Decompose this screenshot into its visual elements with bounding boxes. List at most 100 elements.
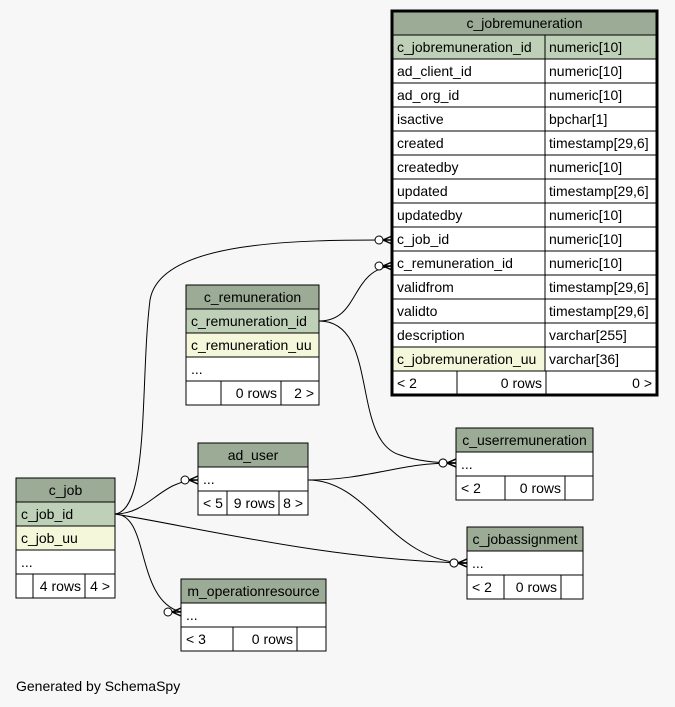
column-name: c_job_uu — [21, 530, 78, 546]
children-count: 0 > — [632, 375, 652, 391]
row-count: 0 rows — [501, 375, 542, 391]
generated-by-label: Generated by SchemaSpy — [16, 678, 181, 694]
edge-line — [114, 513, 182, 613]
edge-ad-user-to-c-userremuneration — [307, 458, 457, 481]
table-footer — [197, 490, 309, 516]
column-row — [391, 34, 658, 60]
edge-line — [318, 320, 457, 464]
table-header — [197, 442, 309, 468]
column-row — [455, 451, 594, 477]
column-type: numeric[10] — [549, 39, 622, 55]
crows-foot-marker — [171, 607, 182, 617]
table-c-userremuneration[interactable]: c_userremuneration... < 2 0 rows — [455, 427, 594, 501]
column-type: timestamp[29,6] — [549, 135, 649, 151]
parents-count: < 5 — [203, 495, 223, 511]
row-count: 0 rows — [236, 385, 277, 401]
children-count: 8 > — [283, 495, 303, 511]
column-name: ... — [191, 361, 203, 377]
column-row — [185, 308, 320, 334]
column-name: ... — [203, 471, 215, 487]
edge-line — [307, 479, 468, 564]
edge-line — [114, 479, 199, 515]
column-name: ... — [461, 456, 473, 472]
table-name: c_userremuneration — [462, 432, 587, 448]
edge-ad-user-to-c-jobassignment — [307, 479, 468, 568]
table-header — [455, 427, 594, 453]
optional-marker — [374, 235, 384, 245]
column-row — [180, 602, 327, 628]
column-row — [391, 154, 658, 180]
column-row — [15, 501, 116, 527]
parents-count: < 2 — [461, 480, 481, 496]
column-type: varchar[255] — [549, 327, 627, 343]
column-row — [391, 202, 658, 228]
table-outline — [390, 9, 659, 397]
column-type: numeric[10] — [549, 207, 622, 223]
row-count: 4 rows — [40, 578, 81, 594]
column-row — [15, 549, 116, 575]
column-name: isactive — [397, 111, 444, 127]
column-row — [466, 550, 584, 576]
table-name: c_jobassignment — [472, 531, 577, 547]
column-name: created — [397, 135, 444, 151]
table-header — [15, 477, 116, 503]
table-footer — [180, 626, 327, 652]
parents-count: < 3 — [186, 631, 206, 647]
parents-count: < 2 — [397, 375, 417, 391]
table-c-remuneration[interactable]: c_remunerationc_remuneration_idc_remuner… — [185, 284, 320, 406]
crows-foot-marker — [188, 475, 199, 485]
table-name: m_operationresource — [187, 583, 320, 599]
column-name: c_remuneration_uu — [191, 337, 312, 353]
column-row — [197, 466, 309, 492]
row-count: 0 rows — [520, 480, 561, 496]
column-type: varchar[36] — [549, 351, 619, 367]
column-row — [391, 274, 658, 300]
row-count: 9 rows — [234, 495, 275, 511]
column-name: updated — [397, 183, 448, 199]
column-name: c_remuneration_id — [397, 255, 513, 271]
crows-foot-marker — [446, 458, 457, 468]
optional-marker — [438, 458, 448, 468]
row-count: 0 rows — [252, 631, 293, 647]
column-row — [391, 322, 658, 348]
column-row — [185, 332, 320, 358]
column-row — [391, 130, 658, 156]
column-name: ... — [472, 555, 484, 571]
edge-line — [318, 265, 393, 322]
column-name: description — [397, 327, 465, 343]
column-row — [185, 356, 320, 382]
column-type: timestamp[29,6] — [549, 279, 649, 295]
column-name: validto — [397, 303, 438, 319]
column-name: c_jobremuneration_uu — [397, 351, 536, 367]
edge-c-job-to-m-operationresource — [114, 513, 182, 617]
column-row — [391, 226, 658, 252]
column-type: numeric[10] — [549, 159, 622, 175]
column-name: c_jobremuneration_id — [397, 39, 532, 55]
table-footer — [466, 574, 584, 600]
column-type: timestamp[29,6] — [549, 183, 649, 199]
column-name: ... — [21, 554, 33, 570]
edge-c-job-to-c-jobassignment — [114, 513, 468, 568]
column-type: numeric[10] — [549, 63, 622, 79]
column-name: validfrom — [397, 279, 454, 295]
edge-line — [307, 462, 457, 481]
column-type: numeric[10] — [549, 255, 622, 271]
edge-c-job-to-c-jobremuneration — [114, 235, 393, 515]
relationship-lines — [114, 235, 468, 617]
crows-foot-marker — [457, 558, 468, 568]
column-type: timestamp[29,6] — [549, 303, 649, 319]
column-row — [15, 525, 116, 551]
optional-marker — [163, 607, 173, 617]
edge-c-remuneration-to-c-jobremuneration — [318, 261, 393, 322]
table-name: c_jobremuneration — [467, 15, 583, 31]
column-type: numeric[10] — [549, 231, 622, 247]
column-name: c_job_id — [21, 506, 73, 522]
children-count: 4 > — [90, 578, 110, 594]
